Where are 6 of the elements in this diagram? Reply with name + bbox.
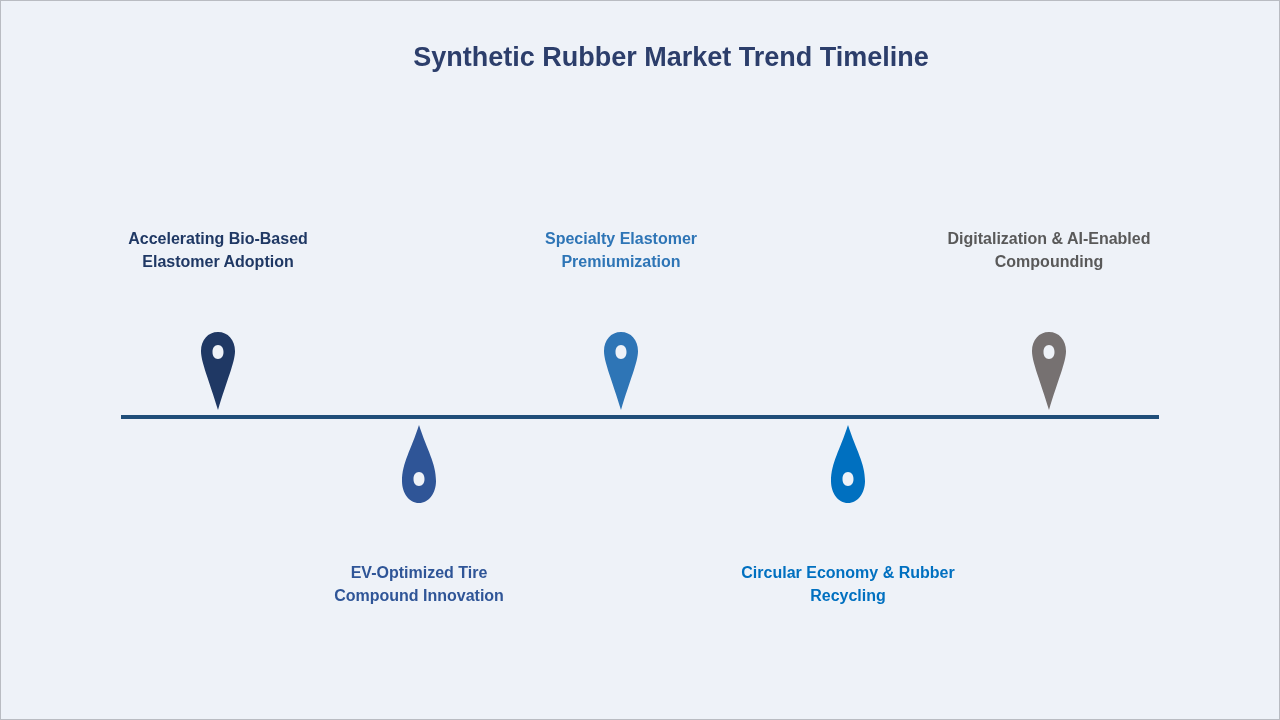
milestone-label: EV-Optimized Tire Compound Innovation [333, 563, 505, 606]
milestone-label: Digitalization & AI-Enabled Compounding [946, 229, 1152, 272]
milestone-label: Accelerating Bio-Based Elastomer Adoption [127, 229, 309, 272]
milestone-label: Circular Economy & Rubber Recycling [740, 563, 956, 606]
diagram-title: Synthetic Rubber Market Trend Timeline [412, 41, 930, 74]
milestone-label: Specialty Elastomer Premiumization [543, 229, 699, 272]
